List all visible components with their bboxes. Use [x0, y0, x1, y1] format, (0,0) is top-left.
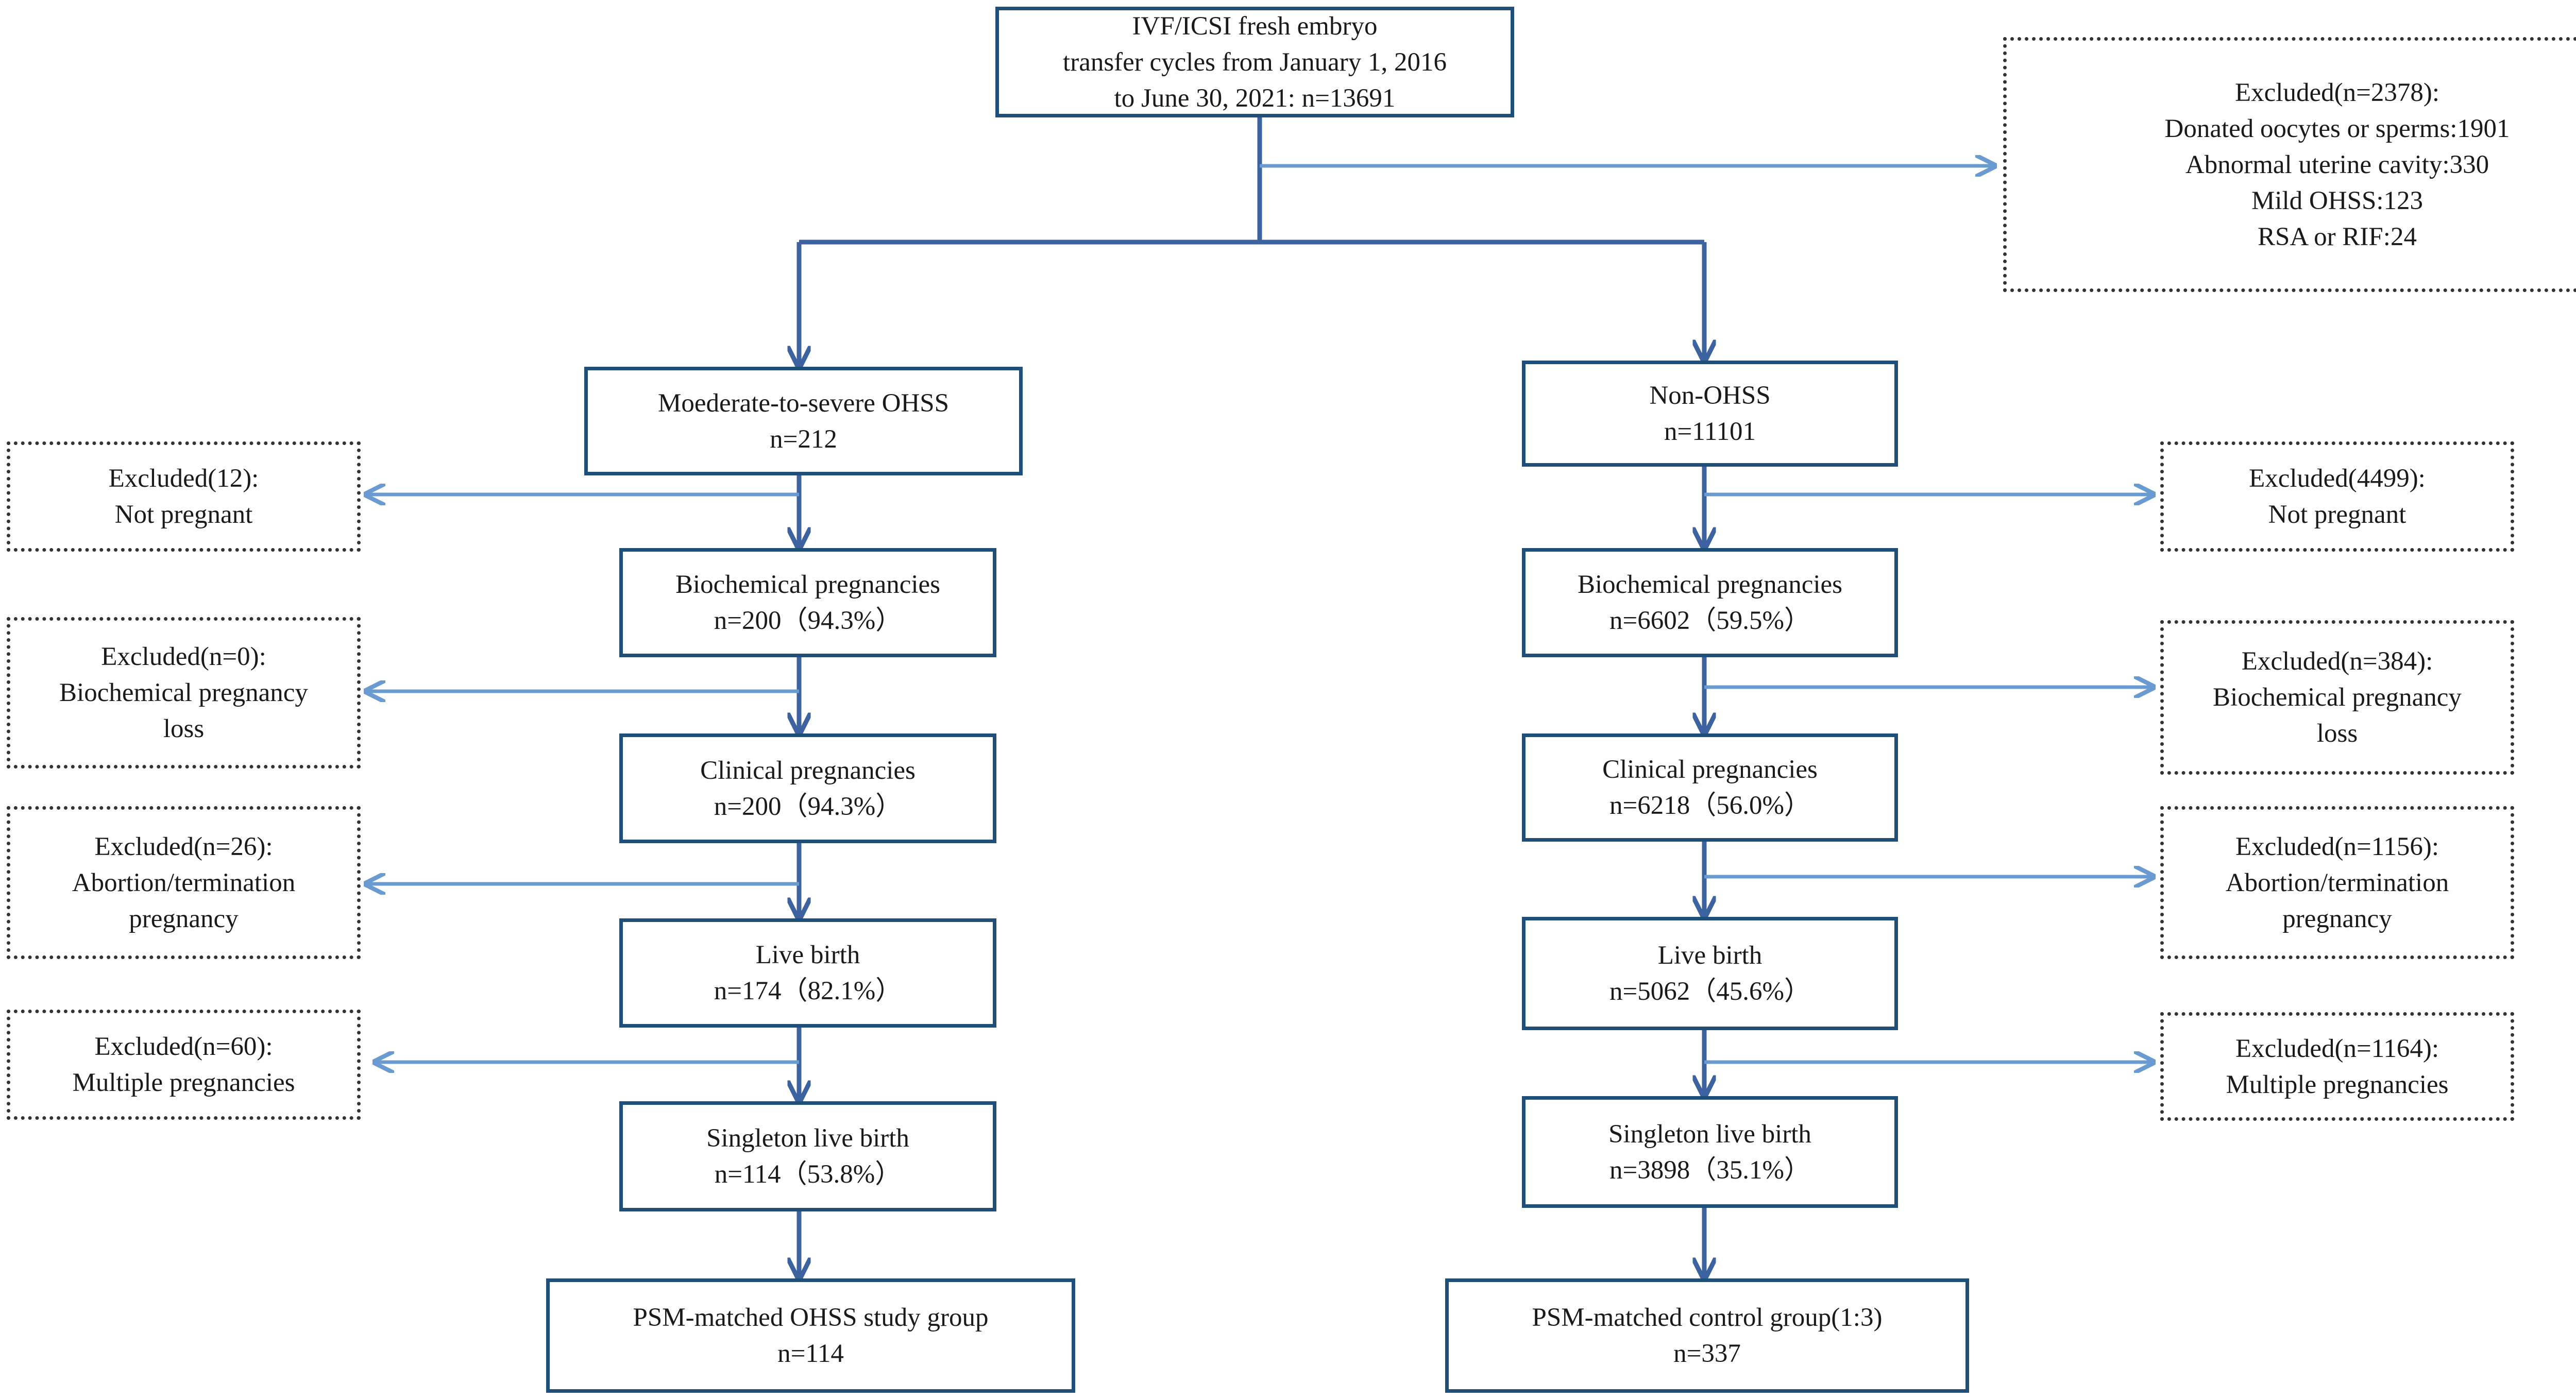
- ohss-biochemical-label: Biochemical pregnancies: [675, 570, 941, 599]
- ohss-excluded-not-pregnant-reason: Not pregnant: [114, 500, 253, 529]
- non-ohss-biochemical-box: Biochemical pregnancies n=6602（59.5%）: [1522, 548, 1898, 657]
- non-ohss-excluded-biochem-loss-box: Excluded(n=384): Biochemical pregnancy l…: [2160, 620, 2514, 775]
- ohss-excluded-not-pregnant-box: Excluded(12): Not pregnant: [7, 441, 361, 552]
- ohss-matched-box: PSM-matched OHSS study group n=114: [546, 1278, 1075, 1393]
- non-ohss-clinical-count: n=6218（56.0%）: [1609, 791, 1810, 820]
- ohss-biochemical-box: Biochemical pregnancies n=200（94.3%）: [619, 548, 996, 657]
- non-ohss-excluded-multiple-count: Excluded(n=1164):: [2235, 1034, 2439, 1063]
- ohss-group-label: Moederate-to-severe OHSS: [657, 388, 950, 418]
- ohss-excluded-biochem-loss-box: Excluded(n=0): Biochemical pregnancy los…: [7, 617, 361, 769]
- non-ohss-group-count: n=11101: [1664, 417, 1756, 446]
- ohss-excluded-abortion-reason-1: Abortion/termination: [72, 868, 296, 897]
- non-ohss-matched-box: PSM-matched control group(1:3) n=337: [1445, 1278, 1969, 1393]
- ohss-clinical-label: Clinical pregnancies: [700, 756, 916, 785]
- ohss-matched-label: PSM-matched OHSS study group: [633, 1303, 989, 1332]
- ohss-excluded-not-pregnant-count: Excluded(12):: [108, 464, 259, 493]
- non-ohss-excluded-not-pregnant-box: Excluded(4499): Not pregnant: [2160, 441, 2514, 552]
- non-ohss-excluded-multiple-reason: Multiple pregnancies: [2226, 1070, 2449, 1099]
- non-ohss-excluded-biochem-loss-count: Excluded(n=384):: [2241, 647, 2433, 676]
- ohss-biochemical-count: n=200（94.3%）: [714, 606, 902, 635]
- non-ohss-excluded-not-pregnant-count: Excluded(4499):: [2249, 464, 2426, 493]
- ohss-excluded-abortion-count: Excluded(n=26):: [94, 832, 273, 861]
- ohss-singleton-count: n=114（53.8%）: [714, 1160, 902, 1189]
- ohss-excluded-multiple-reason: Multiple pregnancies: [72, 1068, 295, 1097]
- non-ohss-excluded-abortion-count: Excluded(n=1156):: [2235, 832, 2439, 861]
- ohss-matched-count: n=114: [777, 1339, 844, 1368]
- ohss-clinical-count: n=200（94.3%）: [714, 792, 902, 821]
- ohss-group-count: n=212: [770, 424, 837, 454]
- ohss-excluded-abortion-box: Excluded(n=26): Abortion/termination pre…: [7, 806, 361, 959]
- non-ohss-matched-label: PSM-matched control group(1:3): [1532, 1303, 1883, 1332]
- non-ohss-excluded-abortion-reason-1: Abortion/termination: [2225, 868, 2449, 897]
- non-ohss-clinical-box: Clinical pregnancies n=6218（56.0%）: [1522, 733, 1898, 842]
- ohss-clinical-box: Clinical pregnancies n=200（94.3%）: [619, 733, 996, 843]
- non-ohss-excluded-biochem-loss-reason-2: loss: [2316, 719, 2358, 748]
- ohss-singleton-box: Singleton live birth n=114（53.8%）: [619, 1101, 996, 1211]
- non-ohss-matched-count: n=337: [1673, 1339, 1741, 1368]
- total-cycles-line-3: to June 30, 2021: n=13691: [1114, 83, 1396, 113]
- excluded-top-line-5: RSA or RIF:24: [2258, 222, 2417, 251]
- non-ohss-singleton-label: Singleton live birth: [1608, 1119, 1811, 1149]
- non-ohss-excluded-abortion-box: Excluded(n=1156): Abortion/termination p…: [2160, 806, 2514, 959]
- non-ohss-live-birth-count: n=5062（45.6%）: [1609, 977, 1810, 1006]
- ohss-excluded-multiple-box: Excluded(n=60): Multiple pregnancies: [7, 1010, 361, 1120]
- excluded-top-box: Excluded(n=2378): Donated oocytes or spe…: [2003, 37, 2576, 292]
- non-ohss-group-label: Non-OHSS: [1649, 381, 1771, 410]
- non-ohss-excluded-abortion-reason-2: pregnancy: [2282, 904, 2392, 933]
- total-cycles-box: IVF/ICSI fresh embryo transfer cycles fr…: [995, 7, 1514, 117]
- ohss-singleton-label: Singleton live birth: [706, 1124, 909, 1153]
- ohss-excluded-biochem-loss-reason-1: Biochemical pregnancy: [59, 678, 308, 707]
- non-ohss-biochemical-count: n=6602（59.5%）: [1609, 606, 1810, 635]
- total-cycles-line-1: IVF/ICSI fresh embryo: [1132, 11, 1378, 41]
- excluded-top-line-1: Excluded(n=2378):: [2235, 78, 2439, 107]
- non-ohss-group-box: Non-OHSS n=11101: [1522, 361, 1898, 467]
- ohss-excluded-multiple-count: Excluded(n=60):: [94, 1032, 273, 1061]
- ohss-excluded-biochem-loss-count: Excluded(n=0):: [101, 642, 266, 671]
- non-ohss-live-birth-box: Live birth n=5062（45.6%）: [1522, 917, 1898, 1030]
- ohss-group-box: Moederate-to-severe OHSS n=212: [584, 367, 1023, 475]
- non-ohss-singleton-box: Singleton live birth n=3898（35.1%）: [1522, 1096, 1898, 1208]
- non-ohss-biochemical-label: Biochemical pregnancies: [1577, 570, 1843, 599]
- ohss-live-birth-label: Live birth: [755, 941, 860, 969]
- non-ohss-clinical-label: Clinical pregnancies: [1602, 755, 1818, 784]
- excluded-top-line-2: Donated oocytes or sperms:1901: [2164, 114, 2510, 143]
- excluded-top-line-4: Mild OHSS:123: [2251, 186, 2423, 215]
- non-ohss-excluded-not-pregnant-reason: Not pregnant: [2268, 500, 2406, 529]
- non-ohss-excluded-biochem-loss-reason-1: Biochemical pregnancy: [2213, 683, 2462, 712]
- excluded-top-line-3: Abnormal uterine cavity:330: [2185, 150, 2489, 179]
- ohss-excluded-abortion-reason-2: pregnancy: [129, 904, 239, 933]
- non-ohss-excluded-multiple-box: Excluded(n=1164): Multiple pregnancies: [2160, 1012, 2514, 1121]
- non-ohss-singleton-count: n=3898（35.1%）: [1609, 1155, 1810, 1185]
- ohss-live-birth-count: n=174（82.1%）: [714, 977, 902, 1005]
- non-ohss-live-birth-label: Live birth: [1657, 941, 1762, 970]
- ohss-live-birth-box: Live birth n=174（82.1%）: [619, 918, 996, 1028]
- total-cycles-line-2: transfer cycles from January 1, 2016: [1063, 47, 1447, 77]
- ohss-excluded-biochem-loss-reason-2: loss: [163, 714, 205, 743]
